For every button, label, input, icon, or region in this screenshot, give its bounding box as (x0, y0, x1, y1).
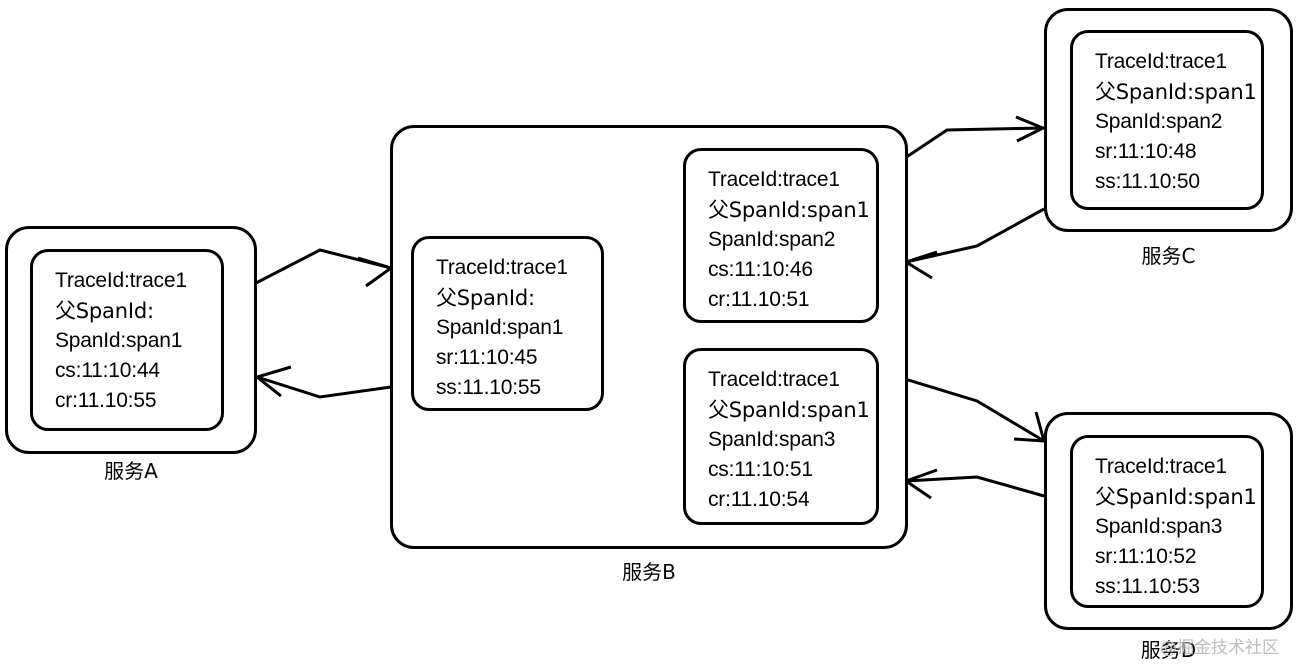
edge-c-to-b (902, 207, 1045, 280)
span-timestamp-2: cr:11.10:51 (708, 288, 810, 311)
span-span-id: SpanId:span3 (1095, 515, 1223, 538)
edge-b-to-a (253, 365, 392, 399)
span-span-id: SpanId:span1 (436, 316, 564, 339)
span-trace-id: TraceId:trace1 (708, 168, 840, 191)
span-span-id: SpanId:span1 (55, 329, 183, 352)
span-span-id: SpanId:span2 (708, 228, 836, 251)
span-span-id: SpanId:span2 (1095, 110, 1223, 133)
span-timestamp-1: cs:11:10:46 (708, 258, 813, 281)
span-parent-span-id: 父SpanId: (55, 299, 154, 323)
service-b-caption: 服务B (622, 560, 676, 584)
span-trace-id: TraceId:trace1 (1095, 50, 1227, 73)
span-timestamp-2: ss:11.10:50 (1095, 170, 1200, 193)
span-trace-id: TraceId:trace1 (55, 269, 187, 292)
span-timestamp-2: ss:11.10:55 (436, 376, 541, 399)
span-parent-span-id: 父SpanId:span1 (1095, 485, 1257, 509)
span-trace-id: TraceId:trace1 (708, 368, 840, 391)
service-b-client-span-to-d-card[interactable]: TraceId:trace1 父SpanId:span1 SpanId:span… (683, 348, 879, 525)
edge-b-to-c (901, 115, 1047, 162)
span-timestamp-1: cs:11:10:44 (55, 359, 160, 382)
edge-d-to-b (902, 468, 1045, 500)
span-timestamp-1: sr:11:10:48 (1095, 140, 1197, 163)
span-timestamp-1: sr:11:10:52 (1095, 545, 1197, 568)
span-timestamp-1: sr:11:10:45 (436, 346, 538, 369)
span-parent-span-id: 父SpanId:span1 (708, 398, 870, 422)
edge-b-to-d (904, 377, 1047, 443)
service-a-caption: 服务A (104, 459, 158, 483)
span-timestamp-2: cr:11.10:54 (708, 488, 810, 511)
span-trace-id: TraceId:trace1 (436, 256, 568, 279)
span-timestamp-2: cr:11.10:55 (55, 389, 157, 412)
service-b-main-span-card[interactable]: TraceId:trace1 父SpanId: SpanId:span1 sr:… (411, 236, 604, 411)
service-c-caption: 服务C (1141, 244, 1196, 268)
span-trace-id: TraceId:trace1 (1095, 455, 1227, 478)
service-a-span-card[interactable]: TraceId:trace1 父SpanId: SpanId:span1 cs:… (30, 249, 224, 431)
edge-a-to-b (255, 248, 395, 288)
span-parent-span-id: 父SpanId:span1 (1095, 80, 1257, 104)
service-d-caption: 服务D (1140, 638, 1197, 662)
service-d-span-card[interactable]: TraceId:trace1 父SpanId:span1 SpanId:span… (1070, 435, 1264, 608)
span-parent-span-id: 父SpanId: (436, 286, 535, 310)
service-c-span-card[interactable]: TraceId:trace1 父SpanId:span1 SpanId:span… (1070, 30, 1264, 210)
span-timestamp-2: ss:11.10:53 (1095, 575, 1200, 598)
span-timestamp-1: cs:11:10:51 (708, 458, 813, 481)
service-b-client-span-to-c-card[interactable]: TraceId:trace1 父SpanId:span1 SpanId:span… (683, 148, 879, 323)
span-parent-span-id: 父SpanId:span1 (708, 198, 870, 222)
span-span-id: SpanId:span3 (708, 428, 836, 451)
watermark: @掘金技术社区 (1160, 638, 1279, 658)
